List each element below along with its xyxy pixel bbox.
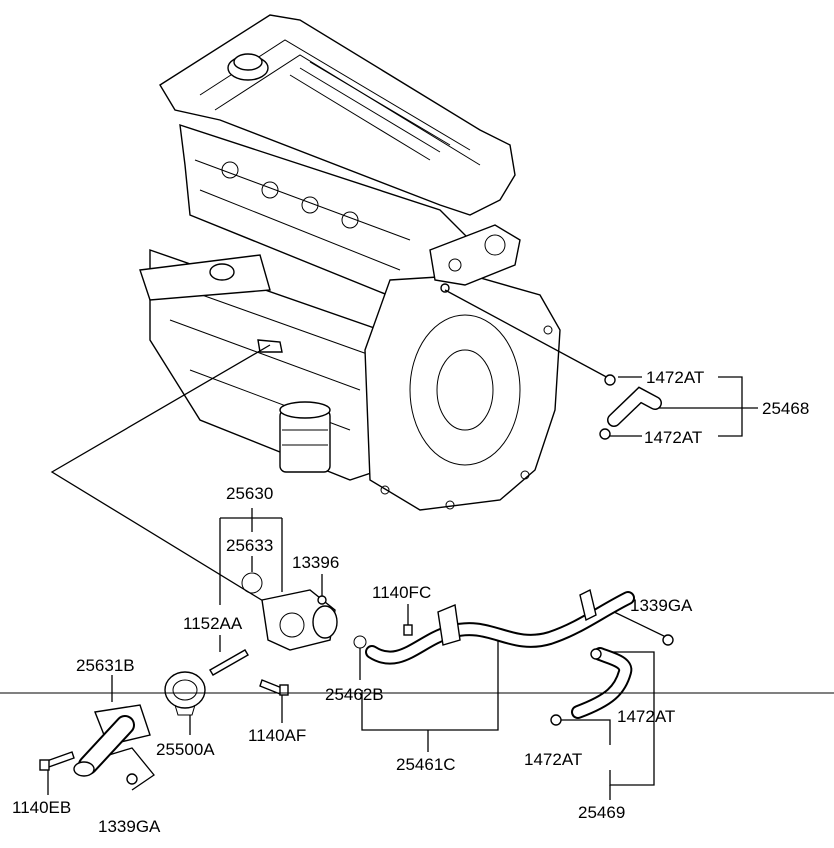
thermostat-housing-25630 bbox=[241, 572, 367, 651]
label-1472AT-upper-1: 1472AT bbox=[646, 368, 704, 387]
nut-1339GA-right bbox=[662, 634, 674, 646]
hose-25468 bbox=[599, 374, 662, 440]
water-pipe-25461C bbox=[365, 588, 635, 665]
label-25631B: 25631B bbox=[76, 656, 135, 675]
label-1472AT-low: 1472AT bbox=[524, 750, 582, 769]
bolt-1140AF bbox=[259, 679, 289, 696]
inlet-fitting-25631B bbox=[73, 704, 151, 777]
label-25461C: 25461C bbox=[396, 755, 456, 774]
label-25500A: 25500A bbox=[156, 740, 215, 759]
label-1140EB: 1140EB bbox=[12, 798, 71, 817]
label-1339GA-left: 1339GA bbox=[98, 817, 161, 836]
leader-lines bbox=[47, 289, 758, 800]
hose-25469 bbox=[550, 647, 633, 726]
label-1140AF: 1140AF bbox=[248, 726, 306, 745]
label-25633: 25633 bbox=[226, 536, 273, 555]
label-25630: 25630 bbox=[226, 484, 273, 503]
label-1472AT-mid: 1472AT bbox=[617, 707, 675, 726]
part-labels: 1472AT 1472AT 25468 25630 25633 13396 11… bbox=[12, 368, 809, 836]
stud-1152AA bbox=[209, 649, 249, 676]
label-1472AT-upper-2: 1472AT bbox=[644, 428, 702, 447]
label-25462B: 25462B bbox=[325, 685, 384, 704]
engine-block-illustration bbox=[139, 14, 561, 511]
label-25468: 25468 bbox=[762, 399, 809, 418]
label-1140FC: 1140FC bbox=[372, 583, 431, 602]
bolt-1140EB bbox=[39, 751, 75, 771]
label-1152AA: 1152AA bbox=[183, 614, 243, 633]
nut-1339GA-left bbox=[126, 773, 138, 785]
thermostat-25500A bbox=[164, 671, 206, 716]
label-13396: 13396 bbox=[292, 553, 339, 572]
label-1339GA-right: 1339GA bbox=[630, 596, 693, 615]
label-25469: 25469 bbox=[578, 803, 625, 822]
